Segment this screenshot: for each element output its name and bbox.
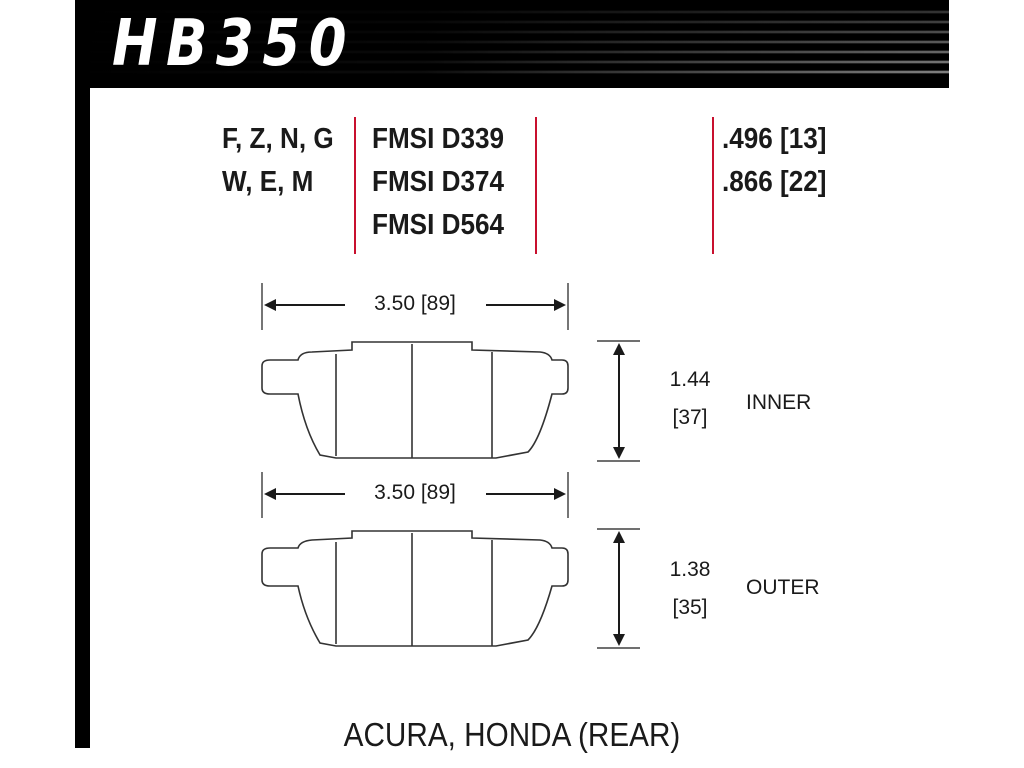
left-border-bar <box>75 0 90 748</box>
outer-height-mm: [35] <box>672 596 708 619</box>
thickness-value: .866 [22] <box>722 166 827 198</box>
part-number: HB350 <box>112 7 356 81</box>
divider-line <box>354 117 356 254</box>
divider-line <box>712 117 714 254</box>
inner-pad-label: INNER <box>746 391 812 414</box>
application-title: ACURA, HONDA (REAR) <box>343 716 681 753</box>
outer-width-label: 3.50 [89] <box>374 481 456 504</box>
outer-height-inches: 1.38 <box>669 558 711 581</box>
compound-list: F, Z, N, G W, E, M <box>222 118 334 204</box>
compound-line: W, E, M <box>222 166 314 198</box>
divider-line <box>535 117 537 254</box>
inner-height-dimension <box>597 340 640 462</box>
outer-width-dimension <box>261 472 569 518</box>
outer-height-dimension <box>597 528 640 649</box>
inner-width-dimension <box>261 283 569 330</box>
header-fade <box>75 0 949 88</box>
fmsi-list: FMSI D339 FMSI D374 FMSI D564 <box>372 118 504 247</box>
compound-line: F, Z, N, G <box>222 123 334 155</box>
inner-height-inches: 1.44 <box>669 368 711 391</box>
inner-width-label: 3.50 [89] <box>374 292 456 315</box>
fmsi-number: FMSI D564 <box>372 209 505 241</box>
inner-pad-outline <box>261 341 569 459</box>
outer-pad-outline <box>261 530 569 647</box>
inner-height-mm: [37] <box>672 406 708 429</box>
fmsi-number: FMSI D339 <box>372 123 505 155</box>
outer-pad-label: OUTER <box>746 576 820 599</box>
thickness-value: .496 [13] <box>722 123 827 155</box>
fmsi-number: FMSI D374 <box>372 166 505 198</box>
thickness-list: .496 [13] .866 [22] <box>722 118 826 204</box>
